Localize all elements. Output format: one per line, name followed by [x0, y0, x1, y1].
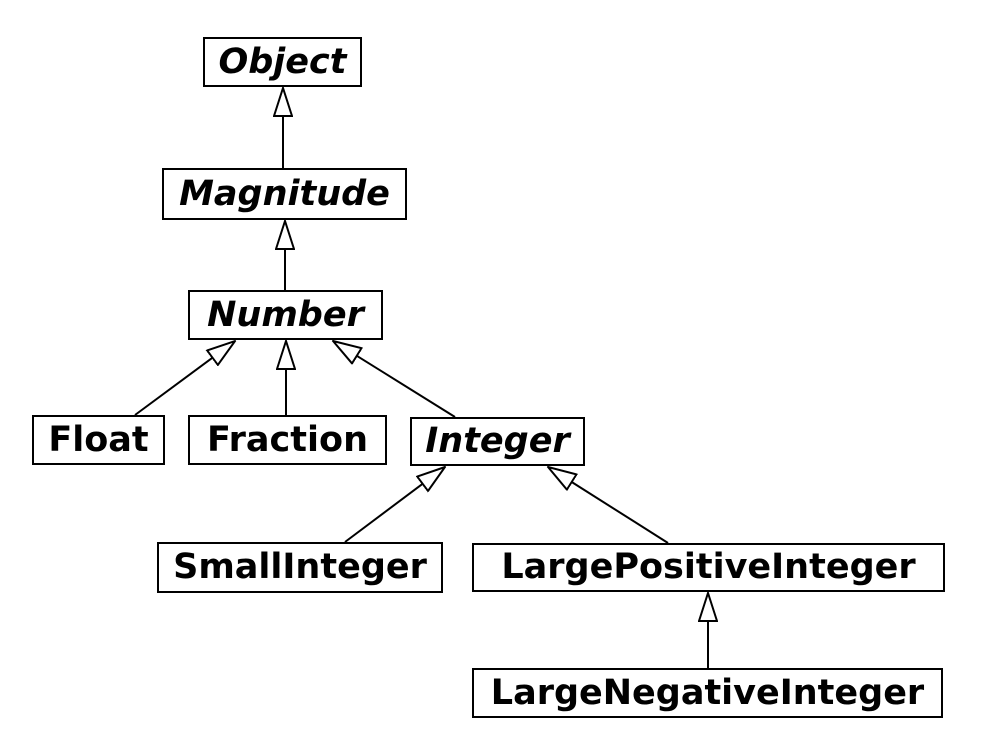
- class-box-smallinteger: SmallInteger: [157, 542, 443, 593]
- class-box-magnitude: Magnitude: [162, 168, 407, 220]
- edge-float-number: [134, 358, 213, 416]
- class-box-object: Object: [203, 37, 362, 87]
- edge-smallinteger-integer: [344, 484, 423, 543]
- class-box-number: Number: [188, 290, 383, 340]
- class-box-integer: Integer: [410, 417, 585, 466]
- class-box-largepositiveinteger: LargePositiveInteger: [472, 543, 945, 592]
- class-box-float: Float: [32, 415, 165, 465]
- class-box-largenegativeinteger: LargeNegativeInteger: [472, 668, 943, 718]
- edge-integer-number: [357, 356, 456, 418]
- edge-largepositiveinteger-integer: [572, 482, 669, 544]
- class-box-fraction: Fraction: [188, 415, 387, 465]
